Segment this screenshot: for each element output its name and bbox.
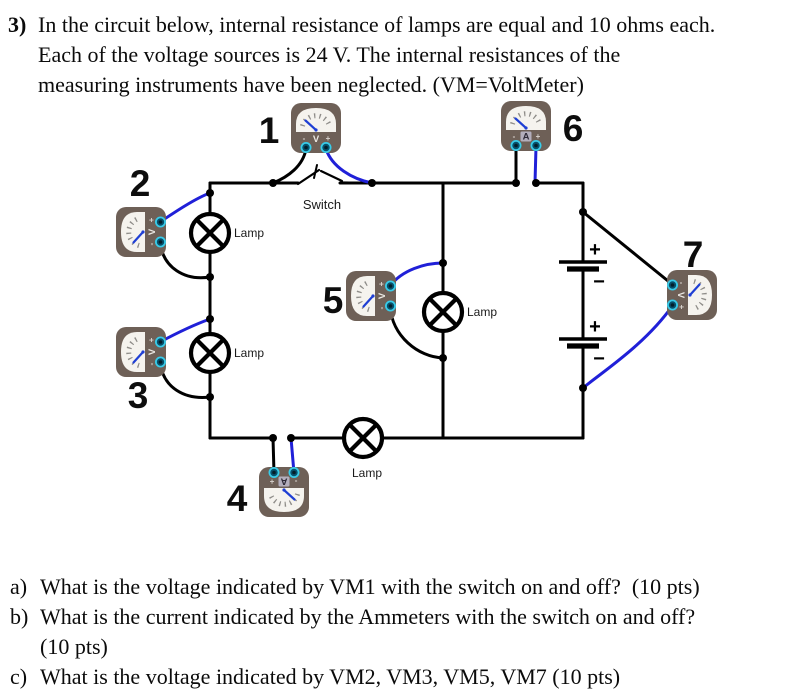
problem-line-2: Each of the voltage sources is 24 V. The…: [38, 42, 621, 67]
junction-dots: [206, 179, 587, 442]
meter-2-label: 2: [130, 163, 151, 204]
ammeter-6: [501, 101, 551, 151]
battery2-minus-sign: −: [593, 348, 605, 370]
problem-line-3: measuring instruments have been neglecte…: [38, 72, 584, 97]
lamp-bottom-label: Lamp: [352, 466, 382, 480]
lamp-middle-label: Lamp: [467, 305, 497, 319]
lamp-top-left: [191, 214, 229, 252]
question-b-label: b): [10, 604, 29, 629]
problem-line-1: In the circuit below, internal resistanc…: [38, 12, 716, 37]
meter-3-label: 3: [128, 375, 149, 416]
probe-wires-blue: [158, 145, 675, 475]
ammeter-4: [259, 467, 309, 517]
question-c-text: What is the voltage indicated by VM2, VM…: [40, 664, 621, 689]
question-a-text: What is the voltage indicated by VM1 wit…: [40, 574, 700, 599]
meter-5-label: 5: [323, 280, 344, 321]
battery1-minus-sign: −: [593, 271, 605, 293]
question-b-points: (10 pts): [40, 634, 108, 659]
meter-4-label: 4: [227, 478, 248, 519]
problem-number: 3): [8, 12, 27, 37]
voltmeter-3: [116, 327, 166, 377]
lamp-top-left-label: Lamp: [234, 226, 264, 240]
battery1-plus-sign: +: [589, 239, 601, 261]
switch-label: Switch: [303, 197, 341, 212]
lamp-bottom-left-label: Lamp: [234, 346, 264, 360]
voltmeter-1: [291, 103, 341, 153]
meter-7-label: 7: [683, 234, 704, 275]
question-c: c) What is the voltage indicated by VM2,…: [10, 662, 782, 692]
question-c-label: c): [10, 664, 28, 689]
voltmeter-7: [667, 270, 717, 320]
question-b: b) What is the current indicated by the …: [10, 602, 782, 632]
question-a-label: a): [10, 574, 28, 599]
battery-cell-1: [559, 260, 607, 272]
lamp-bottom: [344, 419, 382, 457]
battery-cell-2: [559, 337, 607, 349]
meter-6-label: 6: [563, 108, 584, 149]
meter-1-label: 1: [259, 110, 280, 151]
question-b-text: What is the current indicated by the Amm…: [40, 604, 696, 629]
question-list: a) What is the voltage indicated by VM1 …: [10, 572, 782, 692]
probe-wires-black: [158, 145, 675, 475]
problem-statement: 3) In the circuit below, internal resist…: [8, 10, 780, 100]
circuit-wires: [208, 181, 585, 440]
voltmeter-5: [346, 271, 396, 321]
question-a: a) What is the voltage indicated by VM1 …: [10, 572, 782, 602]
voltmeter-2: [116, 207, 166, 257]
lamp-middle: [424, 293, 462, 331]
lamp-bottom-left: [191, 334, 229, 372]
battery2-plus-sign: +: [589, 316, 601, 338]
problem-lines: In the circuit below, internal resistanc…: [38, 10, 780, 100]
question-b-continued: (10 pts): [10, 632, 782, 662]
